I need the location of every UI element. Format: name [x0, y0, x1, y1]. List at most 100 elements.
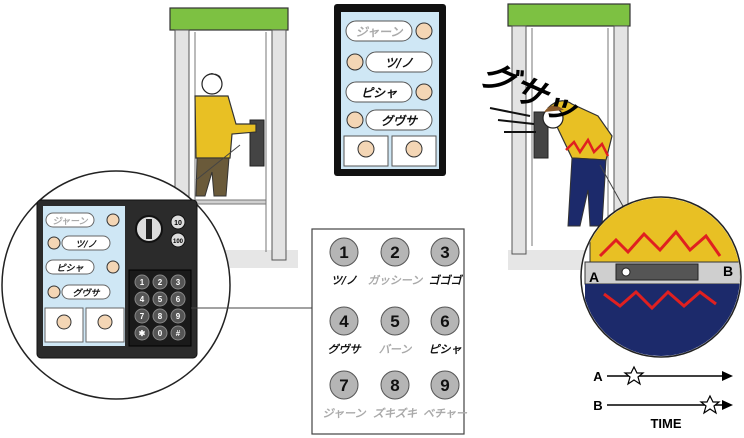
legend-key: 8 ズキズキ	[373, 370, 418, 420]
timeline-row-b-label: B	[593, 398, 602, 413]
legend-key-button	[329, 370, 359, 400]
svg-text:1: 1	[140, 278, 145, 287]
console-bubble-text: グヴサ	[72, 288, 100, 299]
keypad-key[interactable]	[134, 308, 150, 324]
svg-text:7: 7	[140, 312, 145, 321]
timeline-row-a-label: A	[593, 369, 603, 384]
legend-key-sound: ツ/ノ	[331, 274, 358, 287]
console-bubble: ジャーン	[45, 212, 120, 228]
svg-text:5: 5	[158, 295, 163, 304]
legend-key-number: 8	[390, 376, 399, 395]
console-bubble: ツ/ノ	[47, 235, 111, 251]
burst-icon-b	[699, 394, 721, 415]
legend-key-button	[380, 370, 410, 400]
console-bubble-text: ジャーン	[52, 216, 88, 227]
legend-key-sound: ジャーン	[323, 407, 367, 420]
belt-device	[615, 263, 699, 281]
zoom-pointer-left	[195, 144, 241, 181]
large-screen-bubble-text: ツ/ノ	[385, 56, 414, 70]
keypad-key[interactable]	[170, 291, 186, 307]
keypad-key[interactable]	[134, 274, 150, 290]
legend-key-number: 9	[440, 376, 449, 395]
time-axis-label: TIME	[650, 416, 681, 431]
legend-key-sound: ゴゴゴ	[429, 274, 464, 287]
keypad-key[interactable]	[170, 325, 186, 341]
large-screen-bubble: グヴサ	[346, 109, 433, 131]
burst-icon-a	[623, 365, 645, 386]
keypad-key[interactable]	[152, 308, 168, 324]
legend-key: 7 ジャーン	[323, 370, 367, 420]
legend-keys: 1 ツ/ノ 2 ガッシーン 3 ゴゴゴ 4 グヴサ 5 バーン 6 ピシャ 7 ジャーン 8 ズキズキ 9 ベチャ…	[323, 237, 468, 420]
large-screen-bubble: ツ/ノ	[346, 51, 433, 73]
legend-key-sound: バーン	[379, 343, 412, 356]
zoom-pointer-right	[599, 164, 625, 209]
legend-key-sound: ベチャー	[423, 407, 468, 420]
legend-key-button	[329, 306, 359, 336]
large-screen: ジャーン ツ/ノ ピシャ グヴサ	[334, 4, 446, 176]
large-screen-bubble-text: グヴサ	[381, 114, 419, 128]
legend-key-sound: ピシャ	[429, 343, 463, 356]
marker-b-label: B	[723, 263, 733, 279]
slot-top-label: 10	[174, 220, 182, 227]
svg-text:4: 4	[140, 295, 145, 304]
svg-text:2: 2	[158, 278, 163, 287]
svg-text:3: 3	[176, 278, 181, 287]
svg-text:✱: ✱	[139, 329, 146, 338]
console-bubble: ピシャ	[45, 259, 120, 275]
keypad-key[interactable]	[170, 308, 186, 324]
console-bubble-text: ツ/ノ	[75, 239, 97, 250]
marker-a-label: A	[589, 269, 599, 285]
keypad-key[interactable]	[152, 274, 168, 290]
slot-bottom-label: 100	[173, 239, 184, 245]
pain-burst-icon	[598, 229, 722, 258]
legend-key-sound: ズキズキ	[373, 407, 418, 420]
left-phone-booth	[169, 7, 298, 268]
legend-key: 3 ゴゴゴ	[429, 237, 464, 287]
legend-key-number: 2	[390, 243, 399, 262]
belt-zoom-circle: A B	[580, 196, 742, 358]
legend-key-number: 6	[440, 312, 449, 331]
svg-text:9: 9	[176, 312, 181, 321]
svg-text:#: #	[176, 329, 181, 338]
legend-key-number: 1	[339, 243, 348, 262]
console-keys: 1 2 3 4 5 6 7 8 9 ✱ 0 #	[134, 274, 186, 341]
slot-top[interactable]	[170, 214, 186, 230]
impact-lines	[489, 107, 536, 133]
legend-key-button	[380, 306, 410, 336]
legend-key: 6 ピシャ	[429, 306, 463, 356]
right-phone-booth	[507, 3, 631, 270]
keypad-key[interactable]	[134, 291, 150, 307]
console-video-frame	[44, 307, 84, 343]
legend-key: 1 ツ/ノ	[329, 237, 359, 287]
legend-key-button	[380, 237, 410, 267]
legend-key-button	[430, 370, 460, 400]
legend-key-number: 7	[339, 376, 348, 395]
keypad-key[interactable]	[152, 325, 168, 341]
legend-key-number: 3	[440, 243, 449, 262]
legend-key: 2 ガッシーン	[368, 237, 423, 287]
keypad-key[interactable]	[170, 274, 186, 290]
timeline: A B TIME	[593, 365, 733, 431]
legend-key-button	[430, 306, 460, 336]
legend-key-number: 5	[390, 312, 399, 331]
slot-bottom[interactable]	[170, 232, 186, 248]
large-screen-bubble-text: ピシャ	[361, 86, 398, 100]
large-screen-bubble: ジャーン	[345, 20, 433, 42]
keypad-key[interactable]	[152, 291, 168, 307]
svg-text:0: 0	[158, 329, 163, 338]
large-screen-bubble-text: ジャーン	[356, 25, 404, 39]
keypad-key[interactable]	[134, 325, 150, 341]
svg-text:8: 8	[158, 312, 163, 321]
legend-key-button	[430, 237, 460, 267]
legend-key: 4 グヴサ	[328, 306, 363, 356]
large-screen-bubble: ピシャ	[345, 81, 433, 103]
svg-text:6: 6	[176, 295, 181, 304]
legend-key-button	[329, 237, 359, 267]
legend-key-sound: グヴサ	[328, 343, 363, 356]
legend-key-number: 4	[339, 312, 349, 331]
console-bubble: グヴサ	[47, 284, 111, 300]
console-bubble-text: ピシャ	[56, 263, 84, 274]
console-zoom-circle: ジャーン ツ/ノ ピシャ グヴサ 10 100	[1, 170, 231, 400]
legend-key-sound: ガッシーン	[368, 274, 423, 287]
